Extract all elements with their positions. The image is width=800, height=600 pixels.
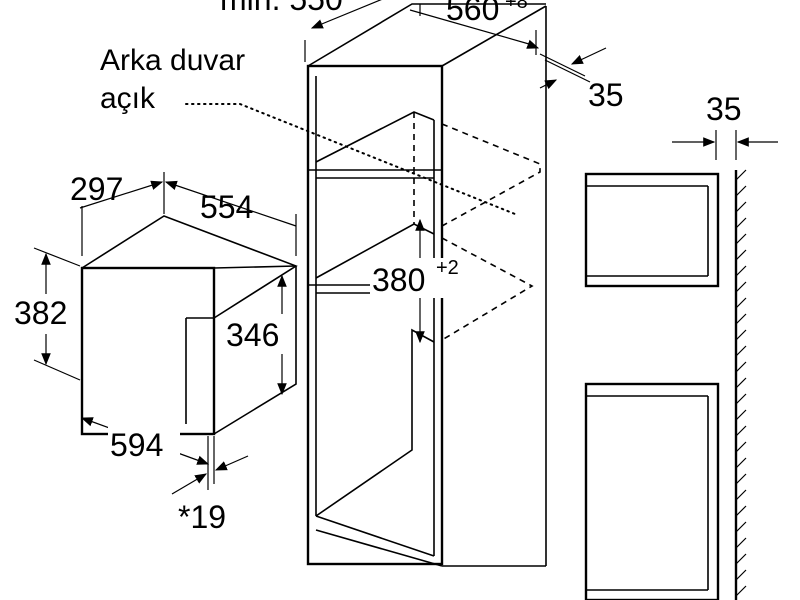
rear-wall-label-line2: açık	[100, 82, 156, 115]
side-view	[584, 169, 747, 600]
tall-cabinet	[306, 3, 547, 567]
inner-height-label-background	[224, 314, 292, 354]
niche-height-tolerance: +2	[436, 257, 459, 279]
wall-hatching	[735, 169, 747, 597]
height-label-background	[10, 294, 80, 334]
depth-35-dimension	[539, 47, 607, 90]
side-35-label: 35	[706, 91, 742, 127]
top-dimension-lines	[304, 0, 540, 62]
microwave-depth-dimension	[79, 172, 165, 256]
side-35-dimension	[672, 130, 778, 160]
top-min-label: min. 550	[220, 0, 343, 17]
rear-wall-label-line1: Arka duvar	[100, 44, 245, 77]
top-width-tolerance: +8	[505, 0, 528, 13]
front-depth-dimension	[171, 436, 249, 495]
microwave-inner-height-label: 346	[226, 317, 279, 353]
microwave-depth-label: 297	[70, 171, 123, 207]
microwave-height-label: 382	[14, 295, 67, 331]
microwave-width-dimension	[164, 180, 297, 256]
microwave-front-width-label: 594	[110, 427, 163, 463]
niche-label-background	[370, 258, 456, 298]
front-depth-label: *19	[178, 499, 226, 535]
niche-height-label: 380	[372, 262, 425, 298]
depth-35-label: 35	[588, 77, 624, 113]
front-width-label-background	[108, 424, 180, 462]
microwave-width-label: 554	[200, 189, 253, 225]
